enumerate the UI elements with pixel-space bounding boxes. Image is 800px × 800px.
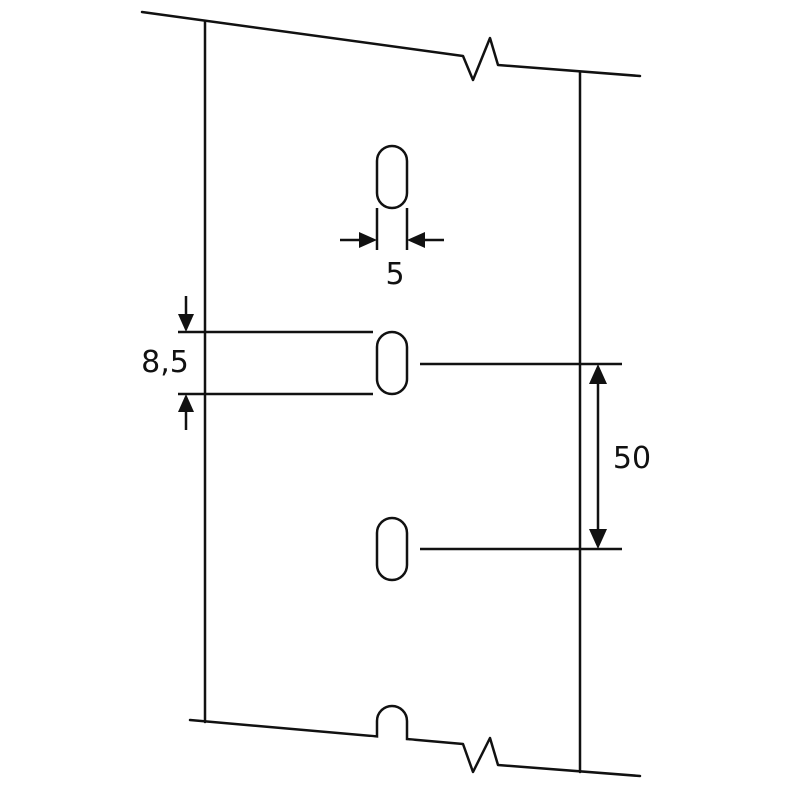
height-arrow-top-head — [178, 314, 194, 332]
slot-pitch-dimension: 50 — [420, 362, 651, 551]
strip-outline — [140, 10, 642, 778]
width-arrow-left-head — [359, 232, 377, 248]
height-arrow-bottom-head — [178, 394, 194, 412]
slot-pitch-label: 50 — [613, 441, 651, 476]
slot-height-dimension: 8,5 — [141, 296, 373, 430]
slot-height-label: 8,5 — [141, 345, 189, 380]
slot-width-label: 5 — [385, 257, 404, 292]
bottom-break-line — [188, 718, 642, 778]
width-arrow-right-head — [407, 232, 425, 248]
bottom-slot-mask — [370, 737, 415, 790]
pitch-arrow-bottom-head — [589, 529, 607, 549]
slot-width-dimension: 5 — [340, 208, 444, 292]
slot-upper-middle — [375, 330, 409, 396]
slot-lower-middle — [375, 516, 409, 582]
top-break-line — [140, 10, 642, 82]
pitch-arrow-top-head — [589, 364, 607, 384]
slot-top — [375, 144, 409, 210]
slots — [370, 144, 415, 790]
